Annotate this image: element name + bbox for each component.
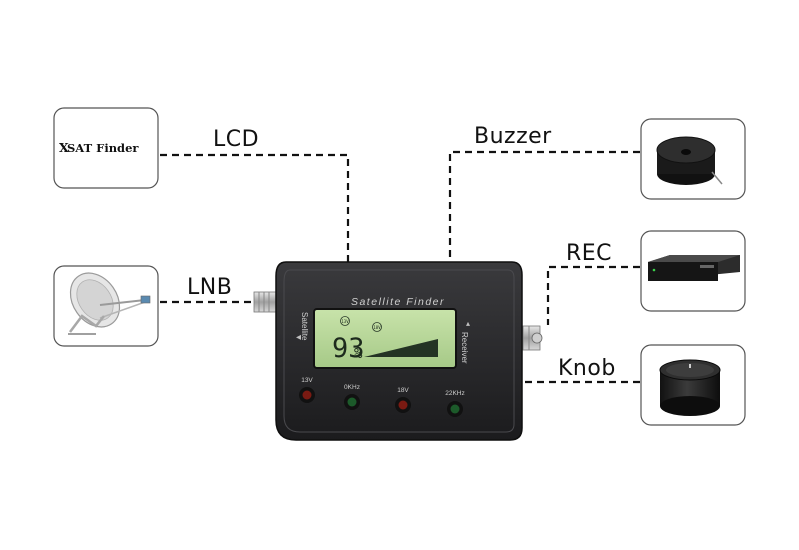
lcd-percent-value: 93 bbox=[332, 333, 365, 364]
lcd-13v-text: 13V bbox=[341, 319, 349, 324]
device-title: Satellite Finder bbox=[351, 296, 445, 308]
indicator-label-22khz: 22KHz bbox=[445, 390, 465, 397]
lnb-f-connector bbox=[253, 291, 279, 313]
knob-thumbnail bbox=[640, 344, 746, 426]
receiver-box-icon bbox=[648, 255, 740, 281]
lcd-percent-sign: % bbox=[354, 346, 363, 362]
satellite-finder-device: Satellite Finder Satellite Receiver ◂ ▴ … bbox=[253, 261, 543, 441]
lcd-thumbnail-frame bbox=[53, 107, 159, 189]
rec-connector bbox=[546, 265, 640, 325]
led-13v-indicator bbox=[302, 390, 312, 400]
indicator-label-13v: 13V bbox=[301, 377, 313, 384]
satellite-arrow-icon: ◂ bbox=[296, 332, 301, 343]
lcd-18v-text: 18V bbox=[373, 325, 381, 330]
satellite-dish-icon bbox=[68, 272, 151, 335]
sat-finder-logo-text: SAT Finder bbox=[67, 141, 139, 155]
buzzer-thumbnail bbox=[640, 118, 746, 200]
knob-icon bbox=[659, 359, 721, 416]
connector-lines bbox=[160, 150, 640, 384]
buzzer-label: Buzzer bbox=[474, 124, 552, 149]
lnb-thumbnail bbox=[53, 265, 159, 347]
rec-label: REC bbox=[566, 241, 612, 266]
receiver-arrow-icon: ▴ bbox=[466, 319, 470, 328]
indicator-label-0khz: 0KHz bbox=[344, 384, 360, 391]
lnb-label: LNB bbox=[187, 275, 232, 300]
lcd-connector bbox=[160, 153, 350, 290]
sat-finder-logo-mark: X bbox=[59, 140, 69, 155]
knob-label: Knob bbox=[558, 356, 616, 381]
lcd-signal-bar bbox=[364, 339, 438, 357]
buzzer-icon bbox=[656, 136, 723, 185]
led-22khz-indicator bbox=[450, 404, 460, 414]
indicator-row: 13V 0KHz 18V 22KHz bbox=[299, 377, 465, 417]
lcd-18v-icon bbox=[372, 322, 382, 332]
lcd-thumbnail: X SAT Finder bbox=[53, 107, 159, 189]
receiver-thumbnail bbox=[640, 230, 746, 312]
device-bezel bbox=[283, 269, 515, 433]
led-0khz-indicator bbox=[347, 397, 357, 407]
indicator-label-18v: 18V bbox=[397, 387, 409, 394]
buzzer-connector bbox=[448, 150, 640, 270]
satellite-port-label: Satellite bbox=[300, 312, 309, 341]
lcd-13v-icon bbox=[340, 316, 350, 326]
receiver-port-label: Receiver bbox=[460, 332, 469, 364]
lcd-label: LCD bbox=[213, 127, 259, 152]
led-18v-indicator bbox=[398, 400, 408, 410]
